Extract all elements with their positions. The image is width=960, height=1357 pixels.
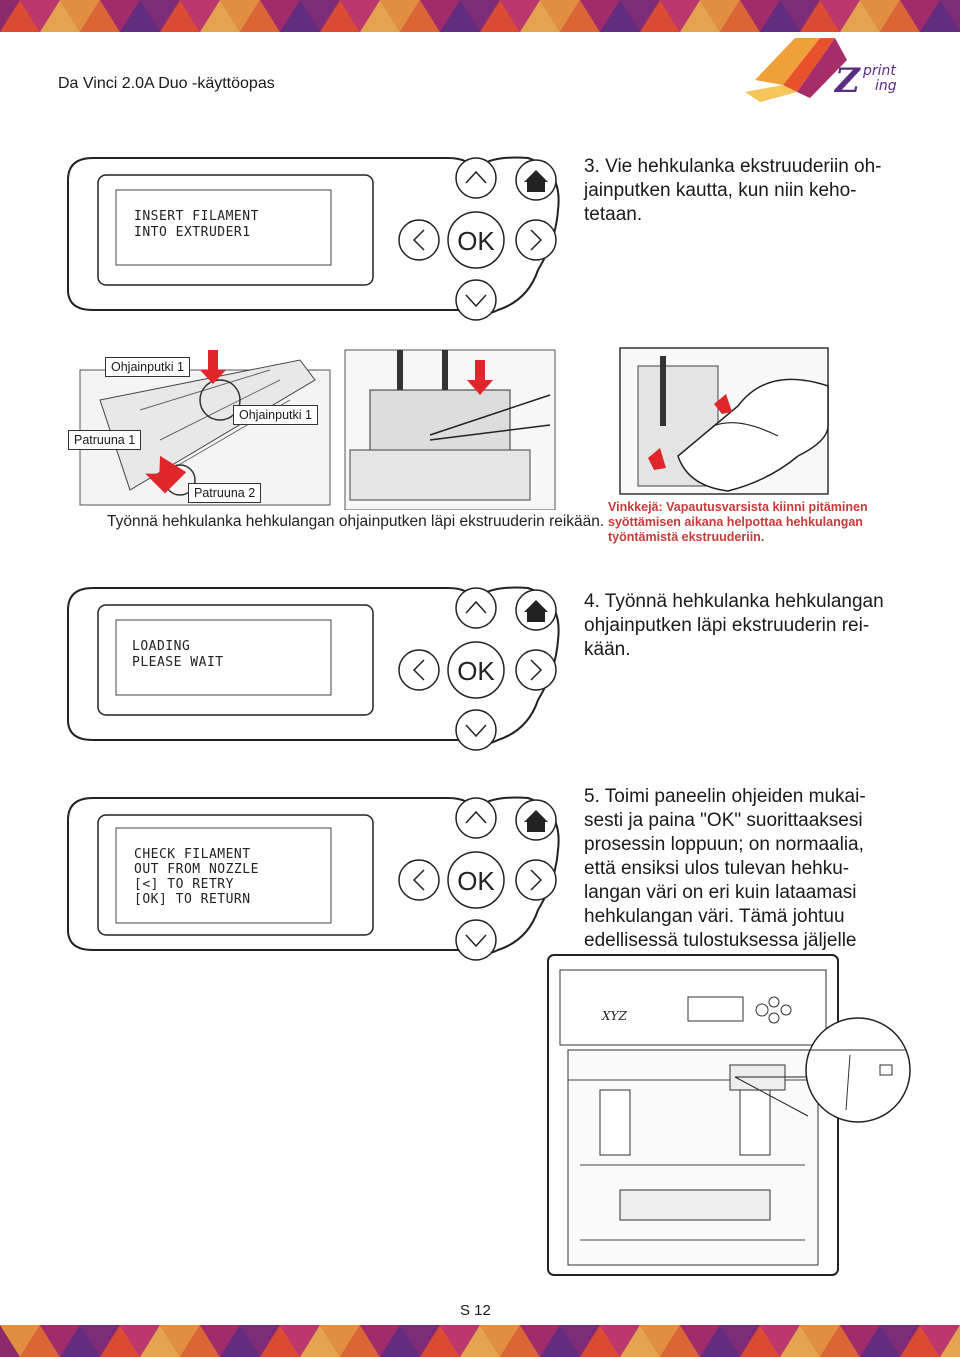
down-arrow-red-icon: [467, 360, 493, 395]
control-panel-2: LOADING PLEASE WAIT OK: [67, 586, 560, 751]
home-icon: [524, 810, 548, 832]
lcd-line-4: [OK] TO RETURN: [134, 892, 251, 907]
right-button[interactable]: [515, 219, 557, 261]
up-button[interactable]: [455, 587, 497, 629]
callout-ohjainputki-1a: Ohjainputki 1: [105, 357, 190, 377]
callout-patruuna-2: Patruuna 2: [188, 483, 262, 503]
step-3-text: 3. Vie hehkulanka ekstruuderiin oh-jainp…: [584, 156, 882, 225]
release-lever-illustration: [619, 347, 829, 495]
lcd-line-1: INSERT FILAMENT: [134, 209, 259, 224]
hand-icon: [677, 378, 829, 492]
ok-button[interactable]: OK: [447, 641, 505, 699]
right-button[interactable]: [515, 649, 557, 691]
arrow-red-icon: [648, 448, 666, 470]
control-panel-1: INSERT FILAMENT INTO EXTRUDER1 OK: [67, 156, 560, 321]
down-button[interactable]: [455, 709, 497, 751]
home-button[interactable]: [515, 159, 557, 201]
svg-text:print: print: [862, 63, 896, 79]
tip-text: Vinkkejä: Vapautusvarsista kiinni pitämi…: [608, 500, 868, 544]
up-button[interactable]: [455, 157, 497, 199]
lcd-line-2: PLEASE WAIT: [132, 655, 224, 670]
home-button[interactable]: [515, 799, 557, 841]
svg-text:OK: OK: [457, 656, 495, 686]
ok-button[interactable]: OK: [447, 211, 505, 269]
left-button[interactable]: [398, 219, 440, 261]
down-button[interactable]: [455, 919, 497, 961]
page-number: S 12: [460, 1302, 491, 1319]
step-5-text: 5. Toimi paneelin ohjeiden mukai-sesti j…: [584, 786, 866, 975]
home-button[interactable]: [515, 589, 557, 631]
callout-patruuna-1: Patruuna 1: [68, 430, 142, 450]
top-decorative-stripe: [0, 0, 960, 32]
arrow-red-icon: [145, 455, 187, 494]
left-button[interactable]: [398, 859, 440, 901]
svg-text:Z: Z: [833, 61, 861, 101]
svg-text:OK: OK: [457, 226, 495, 256]
printer-buttons: [755, 996, 792, 1024]
xyzprinting-logo: Z print ing: [745, 38, 897, 102]
svg-text:OK: OK: [457, 866, 495, 896]
printer-illustration: XYZ: [547, 954, 911, 1276]
left-button[interactable]: [398, 649, 440, 691]
figure-caption: Työnnä hehkulanka hehkulangan ohjainputk…: [107, 513, 605, 530]
bottom-decorative-stripe: [0, 1325, 960, 1357]
control-panel-3: CHECK FILAMENT OUT FROM NOZZLE [<] TO RE…: [67, 796, 560, 961]
lcd-line-2: OUT FROM NOZZLE: [134, 862, 259, 877]
arrow-red-icon: [714, 394, 732, 414]
lcd-line-2: INTO EXTRUDER1: [134, 225, 251, 240]
document-title: Da Vinci 2.0A Duo -käyttöopas: [58, 75, 275, 92]
lcd-line-1: LOADING: [132, 639, 190, 654]
callout-ohjainputki-1b: Ohjainputki 1: [233, 405, 318, 425]
lcd-line-1: CHECK FILAMENT: [134, 847, 251, 862]
right-button[interactable]: [515, 859, 557, 901]
down-button[interactable]: [455, 279, 497, 321]
home-icon: [524, 600, 548, 622]
ok-button[interactable]: OK: [447, 851, 505, 909]
home-icon: [524, 170, 548, 192]
svg-text:XYZ: XYZ: [601, 1009, 627, 1023]
svg-text:ing: ing: [875, 78, 897, 94]
down-arrow-red-icon: [200, 350, 226, 384]
lcd-line-3: [<] TO RETRY: [134, 877, 234, 892]
up-button[interactable]: [455, 797, 497, 839]
